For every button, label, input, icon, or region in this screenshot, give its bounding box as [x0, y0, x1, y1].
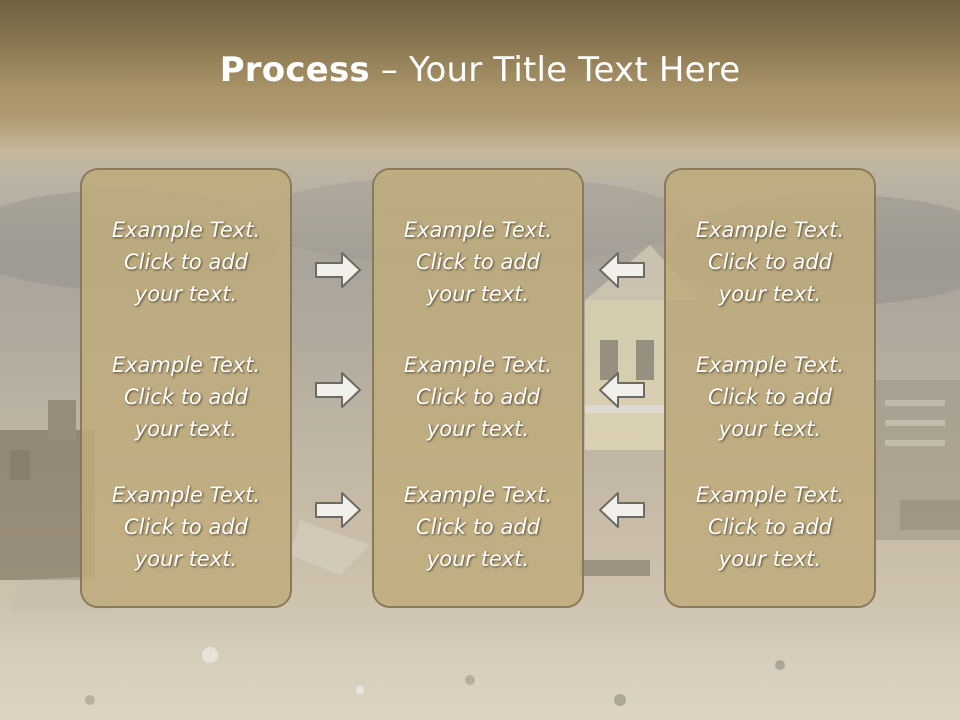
text-line: your text. — [426, 417, 530, 441]
left-arrow-icon — [599, 372, 645, 408]
left-arrow-icon — [599, 252, 645, 288]
text-line: Example Text. — [403, 218, 553, 242]
text-line: your text. — [718, 547, 822, 571]
text-line: Click to add — [707, 250, 832, 274]
center-process-box[interactable]: Example Text. Click to add your text. Ex… — [372, 168, 584, 608]
text-line: your text. — [426, 282, 530, 306]
title-rest: – Your Title Text Here — [369, 50, 741, 90]
slide-title[interactable]: Process – Your Title Text Here — [0, 50, 960, 90]
beach-rubble — [85, 647, 785, 706]
text-line: Example Text. — [403, 353, 553, 377]
text-line: your text. — [426, 547, 530, 571]
text-line: Click to add — [415, 515, 540, 539]
text-line: Click to add — [707, 515, 832, 539]
text-placeholder[interactable]: Example Text. Click to add your text. — [374, 214, 582, 310]
text-line: your text. — [134, 282, 238, 306]
text-placeholder[interactable]: Example Text. Click to add your text. — [666, 479, 874, 575]
text-line: Example Text. — [695, 483, 845, 507]
text-line: Click to add — [415, 385, 540, 409]
text-line: your text. — [134, 547, 238, 571]
text-line: Click to add — [123, 515, 248, 539]
title-bold: Process — [219, 50, 370, 90]
text-line: Example Text. — [111, 353, 261, 377]
text-line: Click to add — [123, 385, 248, 409]
text-line: your text. — [718, 282, 822, 306]
text-placeholder[interactable]: Example Text. Click to add your text. — [374, 349, 582, 445]
text-placeholder[interactable]: Example Text. Click to add your text. — [374, 479, 582, 575]
text-line: your text. — [134, 417, 238, 441]
text-line: Click to add — [707, 385, 832, 409]
left-arrow-icon — [599, 492, 645, 528]
text-line: Click to add — [123, 250, 248, 274]
text-line: your text. — [718, 417, 822, 441]
text-line: Example Text. — [695, 218, 845, 242]
text-line: Example Text. — [695, 353, 845, 377]
title-band — [0, 0, 960, 150]
text-placeholder[interactable]: Example Text. Click to add your text. — [82, 349, 290, 445]
house-left — [0, 400, 95, 580]
text-line: Example Text. — [403, 483, 553, 507]
right-arrow-icon — [315, 492, 361, 528]
text-placeholder[interactable]: Example Text. Click to add your text. — [82, 479, 290, 575]
text-placeholder[interactable]: Example Text. Click to add your text. — [666, 214, 874, 310]
text-line: Click to add — [415, 250, 540, 274]
right-arrow-icon — [315, 372, 361, 408]
text-placeholder[interactable]: Example Text. Click to add your text. — [666, 349, 874, 445]
right-arrow-icon — [315, 252, 361, 288]
text-placeholder[interactable]: Example Text. Click to add your text. — [82, 214, 290, 310]
right-process-box[interactable]: Example Text. Click to add your text. Ex… — [664, 168, 876, 608]
left-process-box[interactable]: Example Text. Click to add your text. Ex… — [80, 168, 292, 608]
text-line: Example Text. — [111, 483, 261, 507]
text-line: Example Text. — [111, 218, 261, 242]
